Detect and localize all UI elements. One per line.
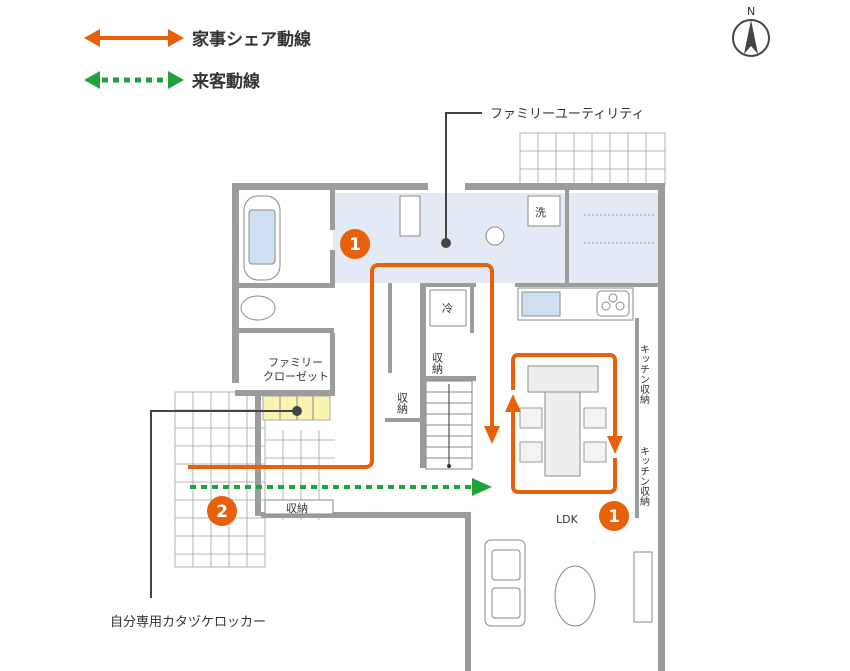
- marker-1-utility: 1: [340, 229, 370, 259]
- callout-utility-label: ファミリーユーティリティ: [490, 107, 644, 122]
- stairs: [425, 380, 473, 470]
- kitchen-storage-2: キッチン収納: [638, 446, 650, 507]
- coffee-table: [554, 565, 596, 627]
- wash-label: 洗: [535, 206, 546, 219]
- ldk-label: LDK: [556, 513, 579, 526]
- toilet: [240, 295, 276, 321]
- kitchen-storage-label: キッチン収納: [638, 344, 650, 405]
- walls: [232, 183, 665, 671]
- tv-stand: [633, 551, 653, 623]
- legend-housework-label: 家事シェア動線: [192, 29, 311, 50]
- bathtub: [243, 195, 281, 281]
- storage-label: 収納: [396, 392, 409, 415]
- closet-label-1: ファミリー: [268, 356, 323, 369]
- fridge: 冷: [429, 289, 467, 327]
- kitchen-storage-1: キッチン収納: [638, 344, 650, 405]
- closet-label-2: クローゼット: [263, 370, 329, 383]
- svg-text:2: 2: [216, 502, 228, 522]
- storage-3: 収納: [264, 499, 334, 515]
- legend-housework: 家事シェア動線: [84, 29, 311, 50]
- callout-locker: 自分専用カタヅケロッカー: [110, 406, 302, 630]
- washer-area: 洗: [399, 195, 655, 246]
- north-compass-icon: N: [732, 5, 770, 57]
- sofa: [484, 539, 526, 627]
- marker-1-ldk: 1: [599, 501, 629, 531]
- callout-utility: ファミリーユーティリティ: [441, 107, 644, 248]
- terrace-tiles: [519, 132, 666, 187]
- storage-label: 収納: [286, 502, 308, 515]
- storage-2: 収納: [396, 392, 409, 415]
- kitchen-counter: [517, 287, 634, 321]
- housework-route-loop: [505, 353, 623, 494]
- storage-1: 収納: [431, 352, 444, 375]
- fridge-label: 冷: [442, 302, 453, 315]
- dining-set: [519, 365, 607, 477]
- svg-text:1: 1: [608, 507, 620, 527]
- family-closet: ファミリー クローゼット: [263, 356, 329, 383]
- marker-2-entrance: 2: [207, 496, 237, 526]
- compass-label: N: [747, 5, 755, 18]
- callout-locker-label: 自分専用カタヅケロッカー: [110, 615, 266, 630]
- storage-label: 収納: [431, 352, 444, 375]
- housework-route-1: [188, 263, 500, 469]
- guest-route: [190, 478, 492, 496]
- svg-text:1: 1: [349, 235, 361, 255]
- kitchen-storage-label: キッチン収納: [638, 446, 650, 507]
- legend-guest-label: 来客動線: [191, 71, 260, 92]
- legend-guest: 来客動線: [84, 71, 260, 92]
